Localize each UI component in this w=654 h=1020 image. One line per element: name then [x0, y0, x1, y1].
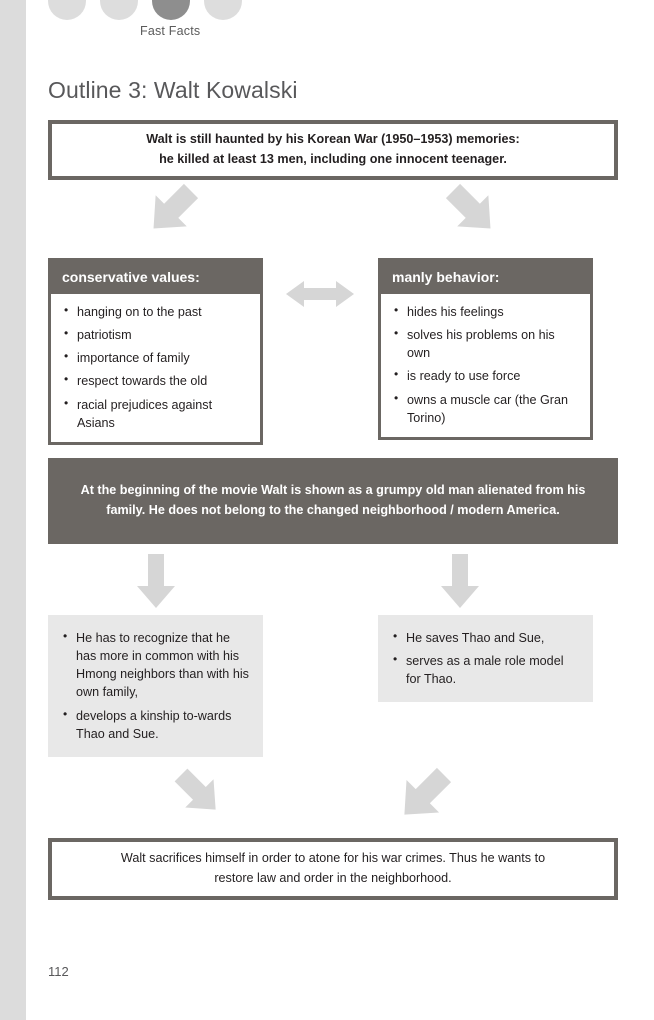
panel-manly-behavior: manly behavior: hides his feelings solve…: [378, 258, 593, 440]
list-item: is ready to use force: [394, 366, 580, 385]
conclusion-text: Walt sacrifices himself in order to aton…: [107, 849, 559, 888]
outcome-box-left: He has to recognize that he has more in …: [48, 615, 263, 757]
page-content: Fast Facts Outline 3: Walt Kowalski: [26, 0, 654, 1020]
manly-behavior-list: hides his feelings solves his problems o…: [385, 302, 580, 427]
narrative-text: At the beginning of the movie Walt is sh…: [80, 483, 586, 517]
list-item: respect towards the old: [64, 371, 250, 390]
conclusion-line-1: Walt sacrifices himself in order to aton…: [120, 851, 546, 866]
arrow-between-panels: [286, 281, 354, 307]
arrow-outcome-left-to-conclusion: [174, 768, 216, 810]
arrow-headline-to-conservative: [153, 183, 199, 229]
outcome-right-list: He saves Thao and Sue, serves as a male …: [384, 628, 581, 688]
headline-box: Walt is still haunted by his Korean War …: [48, 120, 618, 180]
headline-text: Walt is still haunted by his Korean War …: [132, 130, 534, 169]
chapter-dot-2[interactable]: [100, 0, 138, 20]
conclusion-box: Walt sacrifices himself in order to aton…: [48, 838, 618, 900]
page-title: Outline 3: Walt Kowalski: [48, 77, 298, 104]
list-item: hanging on to the past: [64, 302, 250, 321]
page-left-margin-strip: [0, 0, 26, 1020]
conservative-values-list: hanging on to the past patriotism import…: [55, 302, 250, 432]
arrow-outcome-right-to-conclusion: [404, 767, 452, 815]
conclusion-line-2: restore law and order in the neighborhoo…: [214, 871, 452, 885]
chapter-nav-label: Fast Facts: [140, 24, 201, 38]
page-number: 112: [48, 964, 69, 979]
list-item: He has to recognize that he has more in …: [63, 628, 251, 702]
headline-line-2: he killed at least 13 men, including one…: [159, 152, 507, 166]
outcome-left-list: He has to recognize that he has more in …: [54, 628, 251, 743]
list-item: serves as a male role model for Thao.: [393, 651, 581, 688]
outcome-box-right: He saves Thao and Sue, serves as a male …: [378, 615, 593, 703]
list-item: racial prejudices against Asians: [64, 394, 250, 432]
panel-conservative-values-body: hanging on to the past patriotism import…: [51, 294, 260, 442]
panel-conservative-values: conservative values: hanging on to the p…: [48, 258, 263, 445]
chapter-dot-3-active[interactable]: [152, 0, 190, 20]
list-item: importance of family: [64, 348, 250, 367]
panel-manly-behavior-body: hides his feelings solves his problems o…: [381, 294, 590, 437]
panel-conservative-values-title: conservative values:: [62, 269, 200, 285]
headline-line-1: Walt is still haunted by his Korean War …: [146, 132, 520, 147]
list-item: patriotism: [64, 325, 250, 344]
arrow-narrative-to-outcome-left: [137, 554, 175, 608]
panel-manly-behavior-title: manly behavior:: [392, 269, 500, 285]
chapter-nav-dots: [48, 0, 242, 20]
chapter-dot-1[interactable]: [48, 0, 86, 20]
list-item: He saves Thao and Sue,: [393, 628, 581, 647]
list-item: hides his feelings: [394, 302, 580, 321]
chapter-dot-4[interactable]: [204, 0, 242, 20]
narrative-box: At the beginning of the movie Walt is sh…: [48, 458, 618, 544]
arrow-narrative-to-outcome-right: [441, 554, 479, 608]
arrow-headline-to-manly: [445, 183, 491, 229]
list-item: solves his problems on his own: [394, 325, 580, 362]
list-item: develops a kinship to-wards Thao and Sue…: [63, 705, 251, 743]
list-item: owns a muscle car (the Gran Torino): [394, 389, 580, 427]
